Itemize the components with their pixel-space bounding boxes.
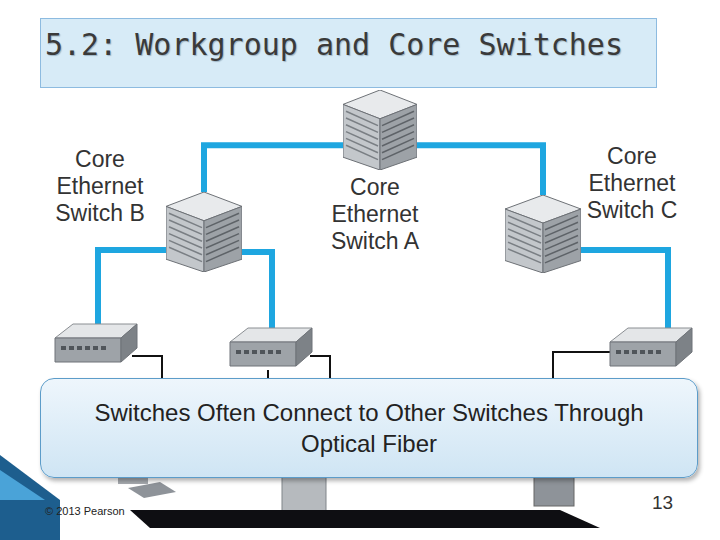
- core-switch: Core Ethernet Switch C: [505, 195, 581, 273]
- slide-title: 5.2: Workgroup and Core Switches: [45, 27, 623, 62]
- footer-stripe: [130, 510, 600, 528]
- switch-label: Core Ethernet Switch C: [572, 143, 692, 224]
- core-switch-icon: [343, 90, 417, 170]
- fiber-line: [579, 250, 668, 330]
- fiber-line: [98, 250, 168, 326]
- caption-box: Switches Often Connect to Other Switches…: [40, 378, 698, 478]
- workgroup-switch: [230, 328, 312, 366]
- workgroup-switch: [55, 324, 137, 362]
- keyboard: [128, 482, 176, 498]
- fiber-line: [240, 252, 272, 330]
- switch-label: Core Ethernet Switch B: [40, 146, 160, 227]
- core-switch: Core Ethernet Switch B: [166, 192, 242, 272]
- corner-swoosh: [0, 470, 45, 500]
- fiber-link: [204, 145, 343, 192]
- page-number: 13: [652, 492, 673, 514]
- core-switch-icon: [166, 192, 242, 272]
- server-tower: [534, 474, 574, 506]
- fiber-link: [417, 145, 543, 195]
- title-box: 5.2: Workgroup and Core Switches: [40, 18, 657, 88]
- slide-caption: Switches Often Connect to Other Switches…: [69, 397, 669, 459]
- core-switch: Core Ethernet Switch A: [343, 90, 417, 170]
- workgroup-switch: [610, 328, 692, 366]
- server-tower: [282, 474, 326, 512]
- switch-label: Core Ethernet Switch A: [315, 174, 435, 255]
- copyright-note: © 2013 Pearson: [45, 505, 125, 517]
- core-switch-icon: [505, 195, 581, 273]
